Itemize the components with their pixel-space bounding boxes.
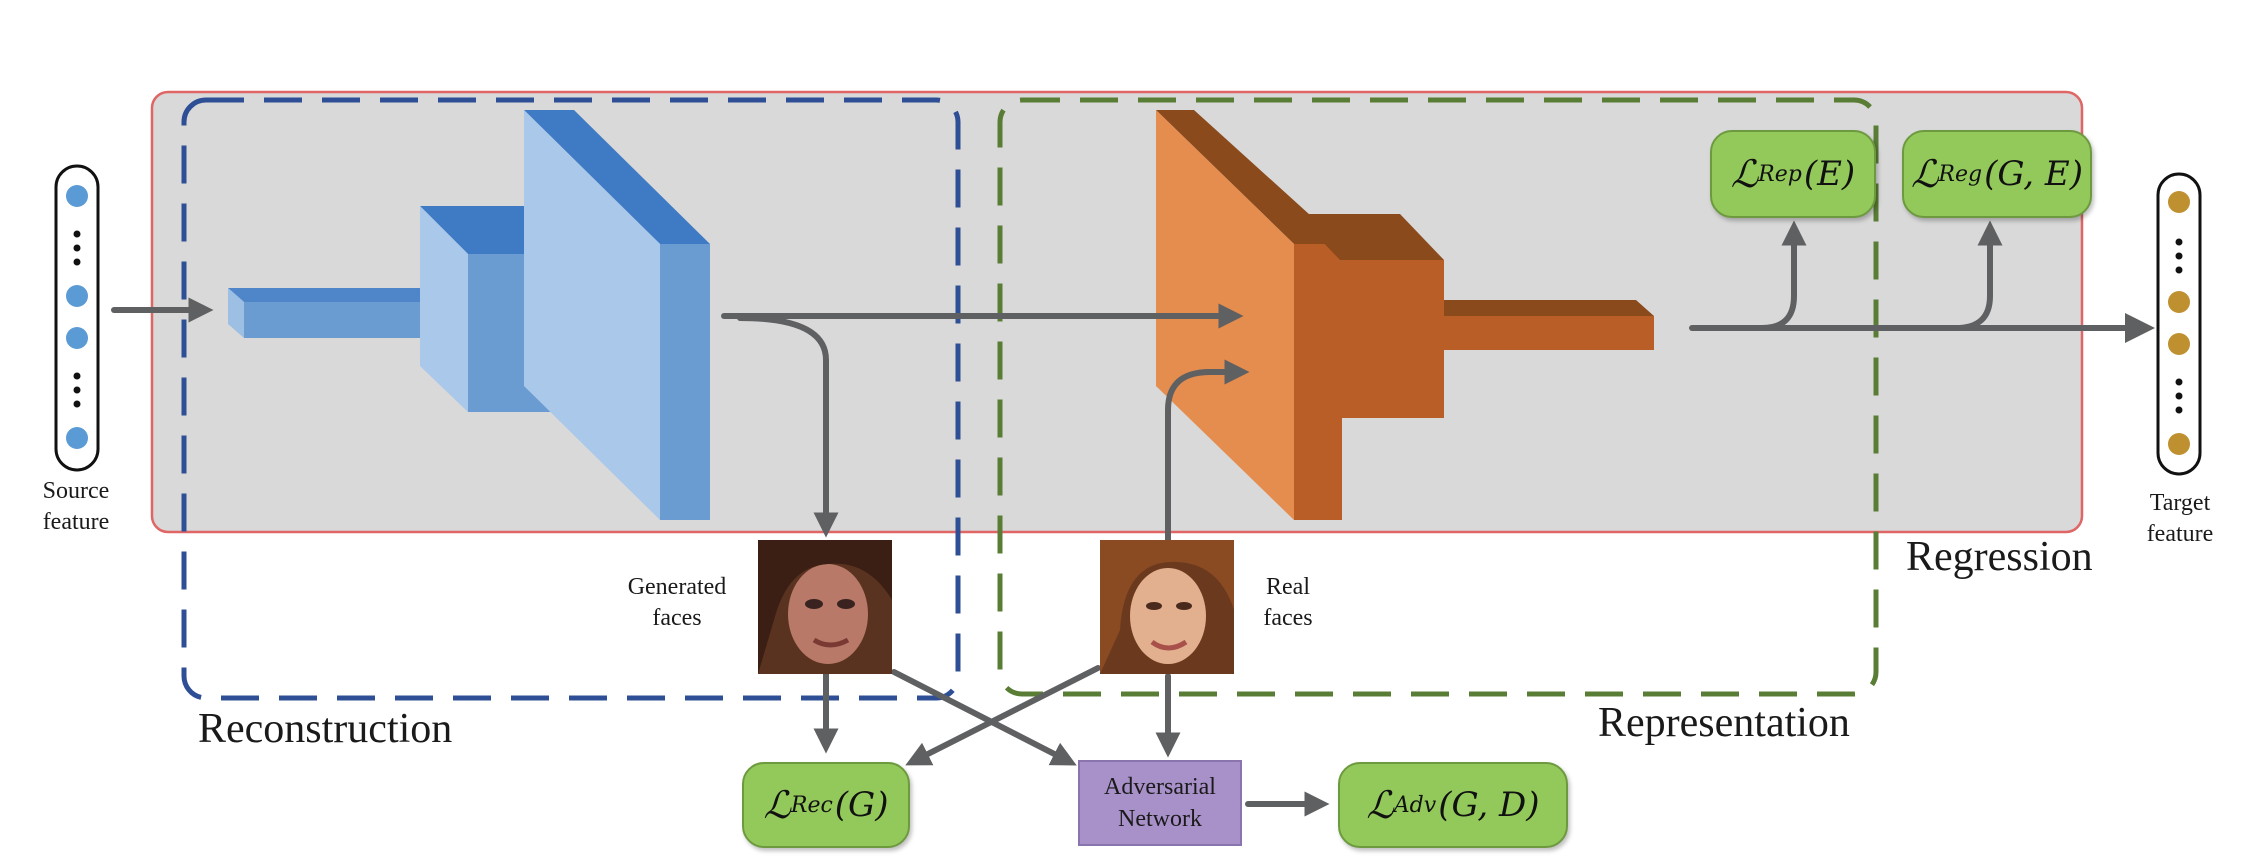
- adversarial-network-box: Adversarial Network: [1078, 760, 1242, 846]
- adversarial-network-label: Adversarial Network: [1104, 773, 1216, 832]
- arrow-real-to-rec-loss: [905, 665, 1101, 766]
- arrow-generator-to-generated-faces: [737, 315, 839, 538]
- target-feature-label: Target feature: [2146, 490, 2214, 548]
- source-feature-label: Source feature: [42, 478, 110, 536]
- real-face-image: [1100, 540, 1234, 674]
- generated-faces-label: Generated faces: [627, 574, 727, 632]
- arrow-to-rep-loss: [1759, 220, 1807, 331]
- representation-label: Representation: [1598, 700, 1850, 746]
- regression-label: Regression: [1906, 534, 2093, 580]
- arrow-generated-to-adversarial: [891, 669, 1077, 766]
- real-faces-label: Real faces: [1263, 574, 1313, 632]
- reconstruction-region: [181, 97, 961, 701]
- generator-network: [228, 110, 710, 520]
- reconstruction-label: Reconstruction: [198, 706, 453, 752]
- source-feature-vector: [54, 164, 100, 472]
- arrows: [111, 220, 2155, 817]
- arrow-to-reg-loss: [1953, 220, 2003, 331]
- generated-face-image: [758, 540, 892, 674]
- arrow-real-faces-to-encoder: [1165, 359, 1250, 543]
- target-feature-vector: [2156, 172, 2202, 476]
- representation-region: [997, 97, 1879, 697]
